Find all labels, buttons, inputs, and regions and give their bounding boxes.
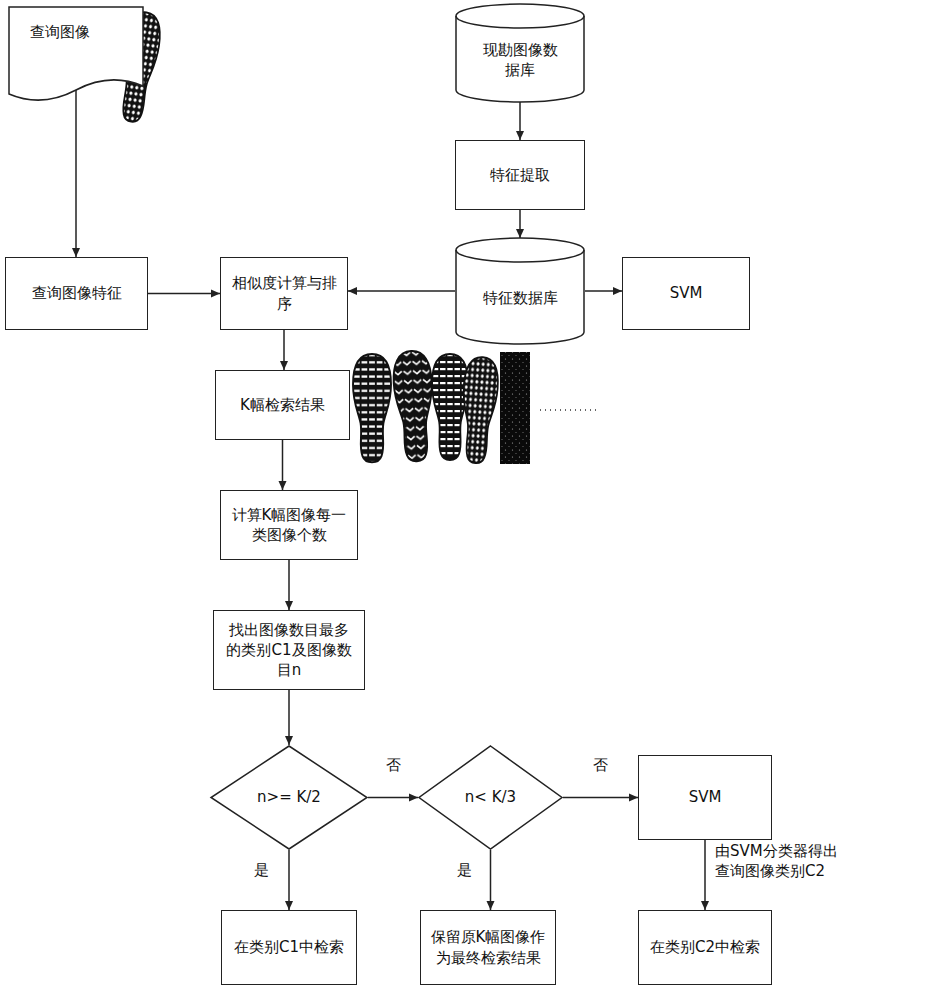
outline-path [456, 4, 584, 102]
edge-label: 否 [384, 755, 403, 775]
flow-arrow [288, 850, 290, 910]
node-label: 特征数据库 [483, 288, 558, 308]
node-label: SVM [689, 787, 722, 807]
node-label: 查询图像特征 [32, 283, 122, 303]
node-text-group: SVM [689, 787, 722, 807]
node-text-group: 找出图像数目最多的类别C1及图像数目n [222, 620, 356, 681]
terminal-box: 保留原K幅图像作为最终检索结果 [420, 910, 556, 985]
node-label: 计算K幅图像每一类图像个数 [229, 505, 349, 546]
document-shape-outline [8, 6, 144, 100]
flow-arrow [288, 560, 290, 610]
node-text-group: 在类别C2中检索 [650, 937, 760, 957]
database-cylinder: 现勘图像数据库 [455, 4, 585, 102]
flow-arrow [563, 797, 638, 799]
edge-label: 是 [252, 860, 271, 880]
process-box: 特征提取 [455, 140, 585, 210]
flow-arrow [490, 850, 492, 910]
decision-diamond: n>= K/2 [210, 745, 368, 850]
node-text-group: 特征提取 [490, 165, 550, 185]
cylinder-rim [456, 16, 584, 28]
document-shape: 查询图像 [8, 6, 144, 100]
result-shoeprint [392, 350, 436, 462]
node-label: 特征提取 [490, 165, 550, 185]
terminal-box: 在类别C1中检索 [221, 910, 357, 985]
classifier-box: SVM [622, 257, 750, 330]
flow-arrow [348, 290, 455, 292]
node-label: 查询图像 [30, 22, 90, 42]
node-label: 相似度计算与排序 [229, 273, 339, 314]
node-text-group: n< K/3 [465, 787, 516, 807]
database-cylinder: 特征数据库 [455, 238, 585, 344]
node-text-group: 保留原K幅图像作为最终检索结果 [429, 927, 547, 968]
node-label: 现勘图像数据库 [477, 40, 563, 81]
process-box: 计算K幅图像每一类图像个数 [220, 490, 358, 560]
node-label: n< K/3 [465, 787, 516, 807]
node-label: K幅检索结果 [240, 395, 325, 415]
result-scene-image [500, 352, 530, 464]
node-label: n>= K/2 [257, 787, 321, 807]
node-text-group: 相似度计算与排序 [229, 273, 339, 314]
outline-path [419, 746, 562, 849]
node-text-group: 查询图像特征 [32, 283, 122, 303]
flow-arrow [704, 840, 706, 910]
outline-path [211, 746, 367, 849]
node-label: 在类别C1中检索 [234, 937, 344, 957]
node-text-group: 特征数据库 [483, 288, 558, 308]
cylinder-rim [456, 250, 584, 262]
flow-arrow [288, 690, 290, 745]
node-label: 保留原K幅图像作为最终检索结果 [429, 927, 547, 968]
node-text-group: 查询图像 [30, 22, 90, 42]
process-box: 查询图像特征 [5, 257, 148, 330]
decision-diamond: n< K/3 [418, 745, 563, 850]
classifier-box: SVM [638, 755, 772, 840]
result-shoeprint [353, 354, 391, 462]
flow-arrow [368, 797, 418, 799]
flow-arrow [283, 330, 285, 370]
edge-label: 是 [455, 860, 474, 880]
result-shoeprint [432, 354, 468, 460]
node-text-group: 在类别C1中检索 [234, 937, 344, 957]
node-text-group: SVM [670, 283, 703, 303]
node-label: 找出图像数目最多的类别C1及图像数目n [222, 620, 356, 681]
node-label: 在类别C2中检索 [650, 937, 760, 957]
node-text-group: K幅检索结果 [240, 395, 325, 415]
flow-arrow [75, 90, 77, 257]
flow-arrow [148, 293, 220, 295]
node-text-group: n>= K/2 [257, 787, 321, 807]
flow-arrow [282, 440, 284, 490]
node-label: SVM [670, 283, 703, 303]
outline-path [9, 7, 143, 100]
result-box: K幅检索结果 [215, 370, 350, 440]
process-box: 找出图像数目最多的类别C1及图像数目n [213, 610, 365, 690]
flow-arrow [585, 290, 622, 292]
flow-arrow [519, 210, 521, 238]
result-shoeprint [458, 356, 499, 464]
node-text-group: 计算K幅图像每一类图像个数 [229, 505, 349, 546]
more-results-dots [540, 409, 596, 411]
outline-path [456, 238, 584, 344]
terminal-box: 在类别C2中检索 [638, 910, 772, 985]
flow-arrow [519, 102, 521, 140]
edge-label: 否 [591, 755, 610, 775]
edge-label: 由SVM分类器得出查询图像类别C2 [713, 841, 853, 882]
process-box: 相似度计算与排序 [220, 257, 348, 330]
node-text-group: 现勘图像数据库 [477, 40, 563, 81]
